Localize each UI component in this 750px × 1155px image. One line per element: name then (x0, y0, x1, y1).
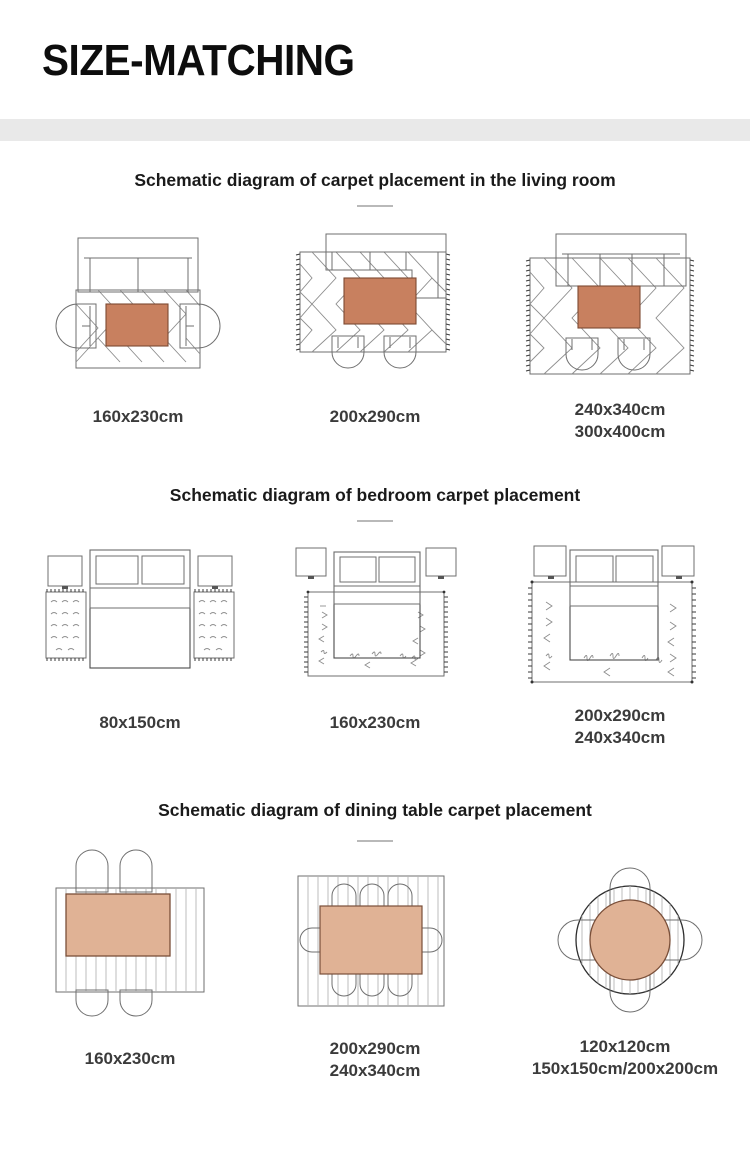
diagram-bedroom-1 (38, 540, 242, 690)
size-label: 240x340cm (574, 727, 666, 747)
diagram-living-1 (55, 232, 221, 372)
size-label: 240x340cm (329, 1060, 421, 1080)
caption-living-2: 200x290cm (245, 406, 505, 428)
size-label: 200x290cm (329, 1039, 421, 1058)
section-rule-living-room (357, 205, 393, 207)
section-title-living-room: Schematic diagram of carpet placement in… (134, 170, 616, 190)
caption-bedroom-3: 200x290cm 240x340cm (490, 705, 750, 749)
diagram-living-2 (288, 230, 464, 372)
caption-dining-2: 200x290cm 240x340cm (245, 1038, 505, 1082)
caption-dining-1: 160x230cm (0, 1048, 260, 1070)
section-rule-dining (357, 840, 393, 842)
size-label: 80x150cm (99, 713, 181, 732)
diagram-living-3 (516, 228, 702, 376)
section-rule-bedroom (357, 520, 393, 522)
diagram-dining-3 (548, 866, 712, 1014)
header-divider-band (0, 119, 750, 141)
caption-living-1: 160x230cm (8, 406, 268, 428)
caption-bedroom-1: 80x150cm (10, 712, 270, 734)
size-label: 160x230cm (92, 407, 184, 426)
caption-dining-3: 120x120cm 150x150cm/200x200cm (500, 1036, 750, 1080)
caption-living-3: 240x340cm 300x400cm (490, 399, 750, 443)
diagram-dining-1 (50, 849, 222, 1017)
caption-bedroom-2: 160x230cm (245, 712, 505, 734)
size-label: 200x290cm (329, 407, 421, 426)
size-label: 240x340cm (574, 400, 666, 419)
size-label: 120x120cm (579, 1037, 671, 1056)
size-label: 150x150cm/200x200cm (531, 1058, 719, 1078)
size-label: 160x230cm (84, 1049, 176, 1068)
diagram-bedroom-2 (288, 540, 464, 692)
section-title-bedroom: Schematic diagram of bedroom carpet plac… (169, 485, 581, 505)
section-title-dining: Schematic diagram of dining table carpet… (158, 800, 592, 820)
diagram-dining-2 (288, 866, 452, 1014)
size-label: 160x230cm (329, 713, 421, 732)
diagram-bedroom-3 (516, 538, 706, 696)
size-label: 200x290cm (574, 706, 666, 725)
page-title: SIZE-MATCHING (42, 36, 355, 85)
size-label: 300x400cm (574, 421, 666, 441)
